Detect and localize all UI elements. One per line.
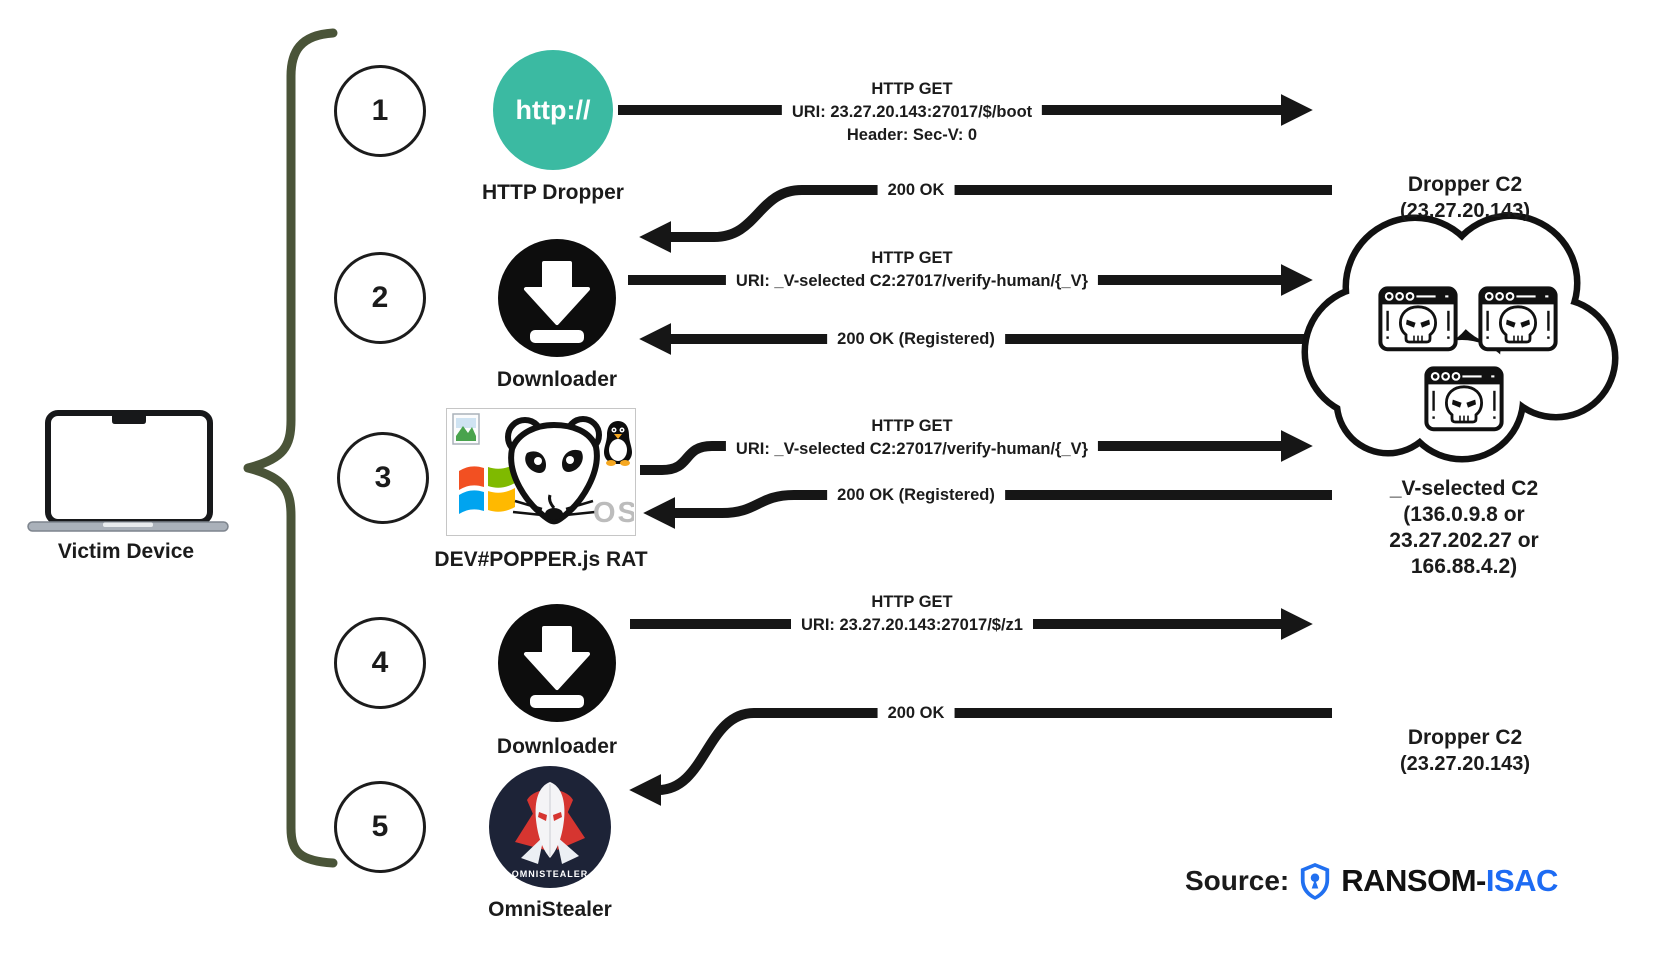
step-circle-4: 4 [334, 617, 426, 709]
windows-logo-icon [459, 464, 515, 514]
dropper-c2-top-ip: (23.27.20.143) [1399, 200, 1531, 222]
cloud-skull-window-3 [1426, 368, 1501, 429]
broken-image-icon [452, 413, 480, 445]
step-number: 1 [371, 94, 389, 127]
v-selected-c2-label: _V-selected C2 (136.0.9.8 or 23.27.202.2… [1389, 476, 1538, 580]
cloud-skull-window-1 [1380, 288, 1455, 349]
ransom-isac-shield-icon [1301, 863, 1330, 900]
downloader-icon [498, 239, 616, 357]
response-label-step1: 200 OK [877, 179, 955, 202]
request-method: HTTP GET [871, 249, 953, 267]
step-circle-2: 2 [334, 252, 426, 344]
request-label-step1: HTTP GET URI: 23.27.20.143:27017/$/boot … [781, 78, 1043, 147]
rat-artwork: OSX [452, 413, 658, 529]
c2-cloud-icon [1301, 212, 1619, 463]
response-arrow-step1 [639, 185, 1332, 253]
source-label: Source: [1185, 865, 1290, 896]
step-circle-3: 3 [337, 432, 429, 524]
request-method: HTTP GET [871, 80, 953, 98]
victim-brace [243, 28, 338, 868]
osx-text: OSX [593, 497, 634, 529]
request-label-step2: HTTP GET URI: _V-selected C2:27017/verif… [725, 247, 1099, 293]
request-uri: URI: 23.27.20.143:27017/$/z1 [801, 616, 1023, 634]
request-arrow-step3 [640, 430, 1313, 475]
brand-isac: ISAC [1485, 863, 1559, 898]
http-dropper-icon: http:// [493, 50, 613, 170]
request-label-step4: HTTP GET URI: 23.27.20.143:27017/$/z1 [791, 591, 1033, 637]
request-label-step3: HTTP GET URI: _V-selected C2:27017/verif… [725, 415, 1099, 461]
request-method: HTTP GET [871, 417, 953, 435]
source-attribution: Source: RANSOM-ISAC [1185, 858, 1558, 904]
step-circle-5: 5 [334, 781, 426, 873]
request-method: HTTP GET [871, 593, 953, 611]
rat-face-icon [505, 416, 602, 525]
victim-device-icon [27, 410, 229, 532]
tux-penguin-icon [604, 421, 632, 466]
v-selected-c2-ip-line: 166.88.4.2) [1410, 555, 1518, 578]
http-icon-text: http:// [515, 94, 591, 125]
response-label-step3: 200 OK (Registered) [827, 484, 1005, 507]
omnistealer-icon: OMNISTEALER [489, 766, 611, 888]
response-arrow-step3 [643, 490, 1332, 529]
dropper-c2-bottom-label: Dropper C2 [1407, 726, 1523, 749]
dropper-c2-top-label: Dropper C2 [1407, 173, 1523, 196]
brand-ransom: RANSOM- [1341, 863, 1486, 898]
response-arrow-step4 [629, 708, 1332, 806]
step-number: 4 [371, 646, 389, 679]
downloader-label: Downloader [496, 368, 618, 391]
downloader-label: Downloader [496, 735, 618, 758]
request-uri: URI: 23.27.20.143:27017/$/boot [791, 103, 1033, 121]
cloud-skull-window-2 [1480, 288, 1555, 349]
step-number: 5 [371, 810, 389, 843]
omnistealer-badge-text: OMNISTEALER [512, 869, 589, 879]
step-circle-1: 1 [334, 65, 426, 157]
request-header: Header: Sec-V: 0 [846, 126, 978, 144]
devpopper-rat-label: DEV#POPPER.js RAT [434, 548, 648, 571]
response-label-step2: 200 OK (Registered) [827, 328, 1005, 351]
v-selected-c2-name: _V-selected C2 [1389, 477, 1539, 500]
step-number: 3 [374, 461, 392, 494]
v-selected-c2-ip-line: 23.27.202.27 or [1389, 529, 1539, 552]
omnistealer-label: OmniStealer [488, 898, 612, 921]
response-label-step4: 200 OK [877, 702, 955, 725]
request-uri: URI: _V-selected C2:27017/verify-human/{… [735, 440, 1089, 458]
devpopper-rat-image: OSX [446, 408, 658, 536]
dropper-c2-bottom-ip: (23.27.20.143) [1399, 753, 1531, 775]
victim-device-label: Victim Device [57, 540, 195, 563]
v-selected-c2-ip-line: (136.0.9.8 or [1403, 503, 1525, 526]
step-number: 2 [371, 281, 389, 314]
http-dropper-label: HTTP Dropper [482, 181, 624, 204]
downloader-icon [498, 604, 616, 722]
request-uri: URI: _V-selected C2:27017/verify-human/{… [735, 272, 1089, 290]
